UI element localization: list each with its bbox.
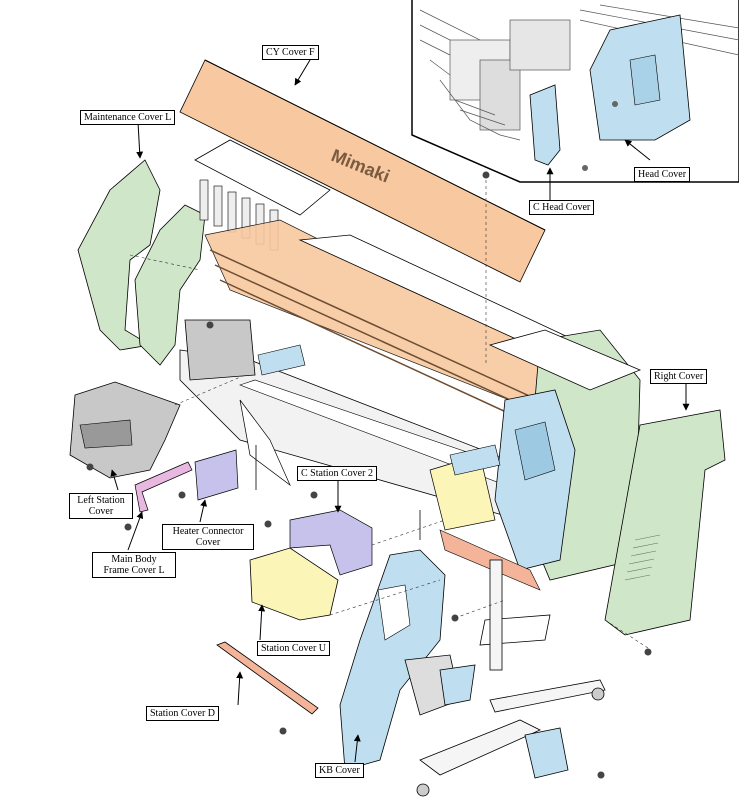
label-head-cover: Head Cover bbox=[634, 167, 691, 182]
label-main-body-frame-cover-l-line-1: Main Body bbox=[111, 554, 157, 565]
label-c-station-cover-2: C Station Cover 2 bbox=[297, 466, 377, 481]
control-panel bbox=[494, 389, 576, 571]
label-left-station-cover: Left Station Cover bbox=[69, 493, 133, 519]
heater-connector-cover-part bbox=[194, 449, 239, 501]
right-cover-part bbox=[604, 409, 726, 636]
label-main-body-frame-cover-l-line-2: Frame Cover L bbox=[103, 565, 165, 576]
stand bbox=[404, 559, 606, 797]
printer-body bbox=[179, 139, 642, 591]
label-station-cover-u: Station Cover U bbox=[257, 641, 330, 656]
station-cover-u-part bbox=[249, 547, 339, 621]
c-head-cover-part bbox=[529, 84, 561, 166]
cy-cover-f-part: Mimaki bbox=[179, 59, 546, 283]
label-kb-cover: KB Cover bbox=[315, 763, 364, 778]
head-area-inset bbox=[411, 0, 739, 183]
station-cover-d-part bbox=[216, 641, 319, 715]
label-c-head-cover: C Head Cover bbox=[529, 200, 595, 215]
label-left-station-cover-line-2: Cover bbox=[88, 506, 114, 517]
c-station-cover-2-part bbox=[289, 509, 373, 576]
label-right-cover: Right Cover bbox=[650, 369, 708, 384]
kb-cover-part bbox=[339, 549, 446, 771]
screws bbox=[86, 171, 652, 779]
label-heater-connector-cover-line-2: Cover bbox=[195, 537, 221, 548]
label-main-body-frame-cover-l: Main Body Frame Cover L bbox=[92, 552, 176, 578]
label-heater-connector-cover: Heater Connector Cover bbox=[162, 524, 254, 550]
label-left-station-cover-line-1: Left Station bbox=[77, 495, 125, 506]
label-station-cover-d: Station Cover D bbox=[146, 706, 219, 721]
label-maintenance-cover-l: Maintenance Cover L bbox=[80, 110, 176, 125]
label-heater-connector-cover-line-1: Heater Connector bbox=[172, 526, 244, 537]
label-cy-cover-f: CY Cover F bbox=[262, 45, 319, 60]
